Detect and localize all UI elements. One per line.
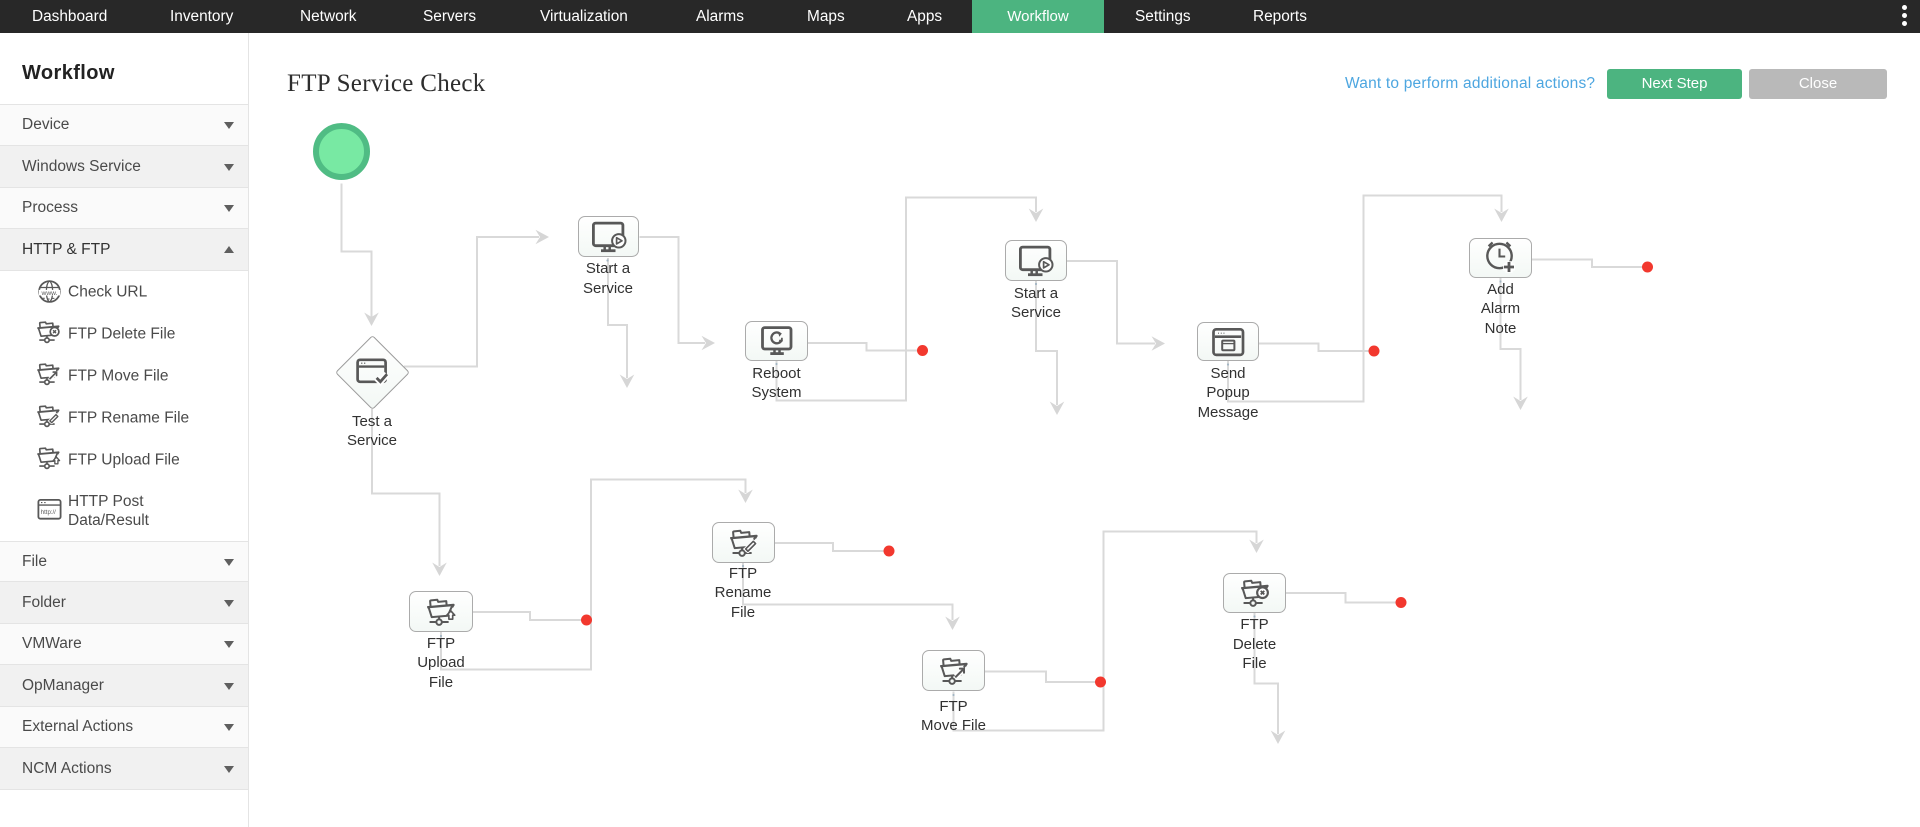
svg-text:http://: http:// — [41, 510, 56, 516]
svg-text:www.: www. — [41, 290, 58, 297]
